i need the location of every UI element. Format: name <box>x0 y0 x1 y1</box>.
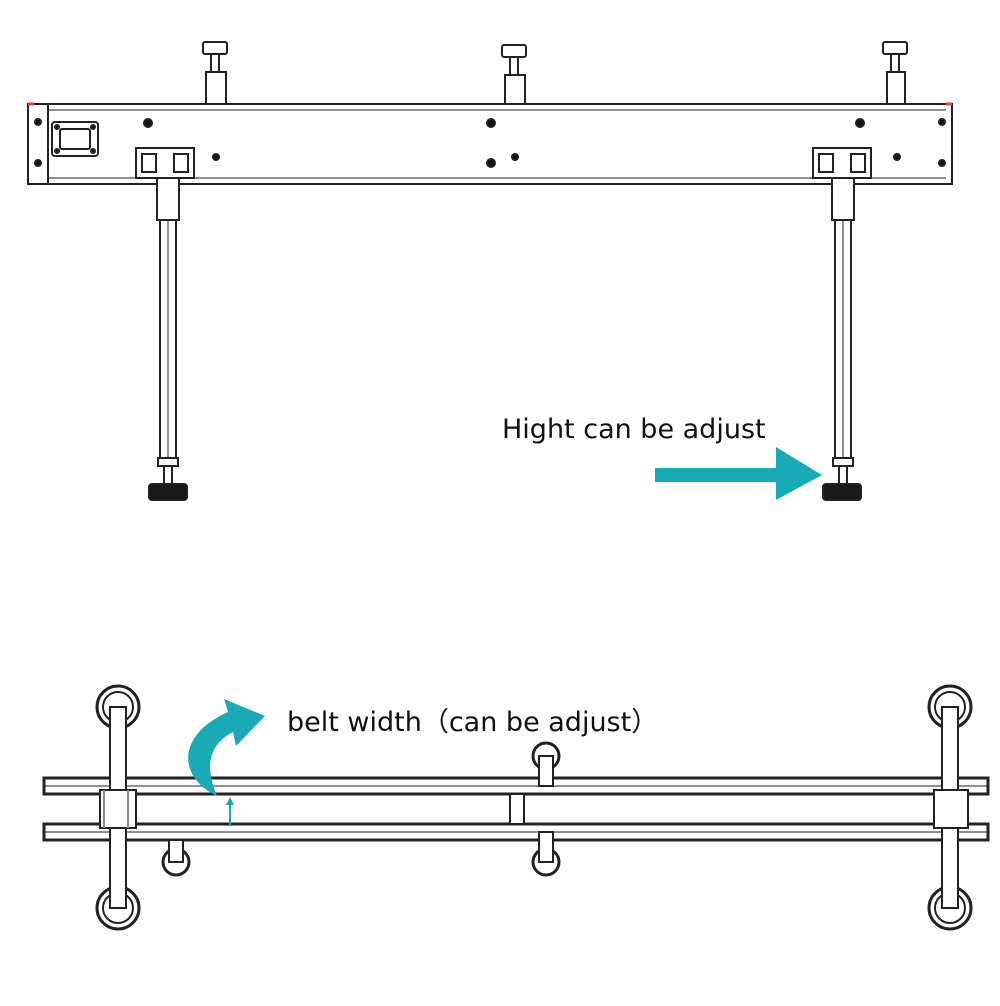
belt-rails <box>42 776 990 842</box>
belt-width-arrow-icon <box>188 699 265 826</box>
top-view <box>42 684 990 931</box>
end-roller-right <box>927 684 973 931</box>
end-roller-left <box>95 684 141 931</box>
side-view <box>27 41 953 501</box>
height-adjust-label: Hight can be adjust <box>502 414 766 445</box>
support-leg-left <box>135 147 195 501</box>
height-arrow-icon <box>655 447 822 500</box>
belt-width-label: belt width（can be adjust） <box>287 707 659 738</box>
support-leg-right <box>812 147 872 501</box>
lower-guide-left <box>161 839 191 877</box>
middle-guide <box>509 741 561 877</box>
